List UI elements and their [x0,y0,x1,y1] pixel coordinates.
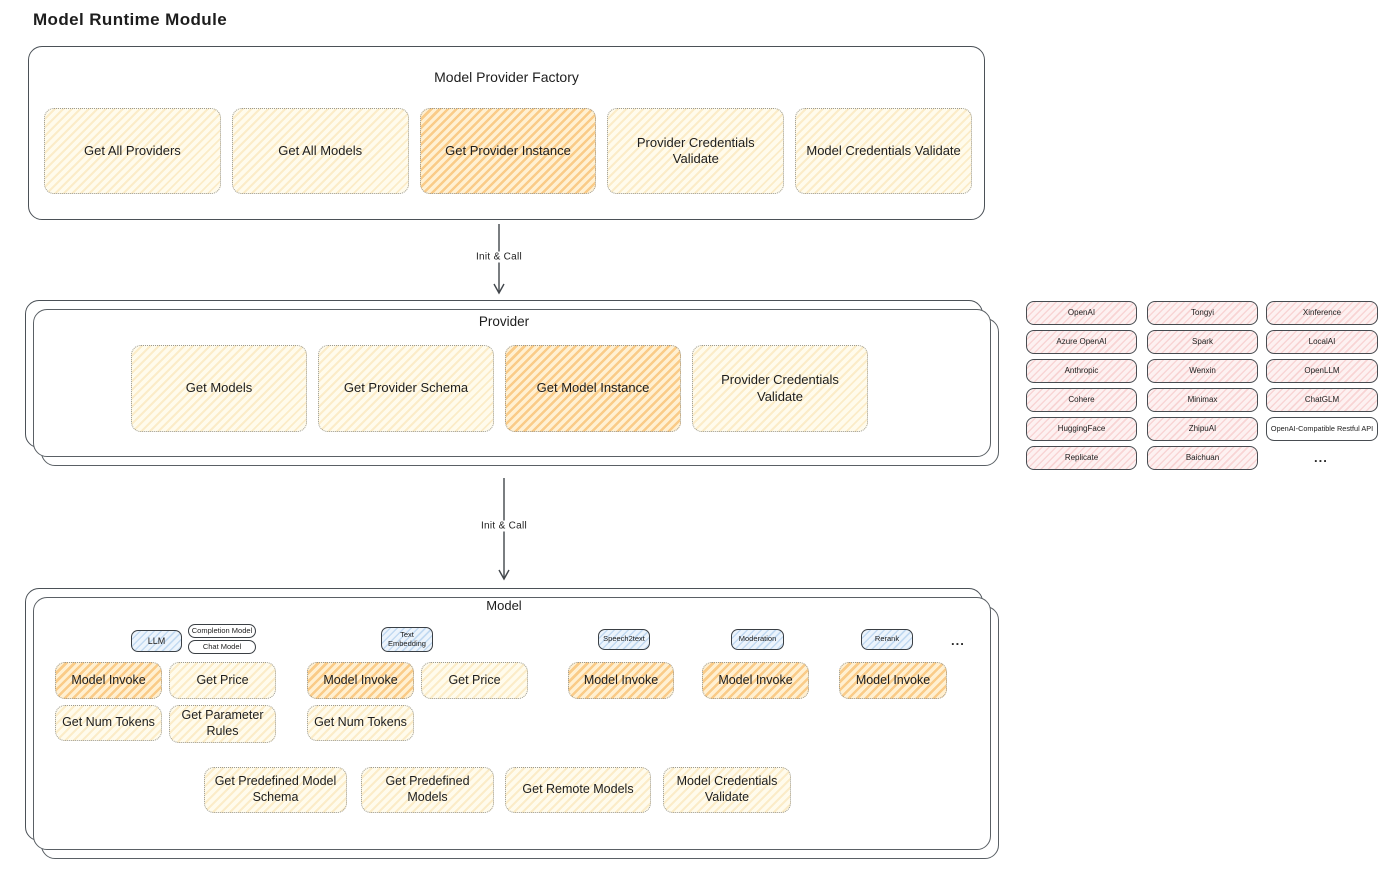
factory-box-title: Model Provider Factory [434,69,579,85]
model-subtag-chat-model: Chat Model [188,640,256,654]
get-price-button: Get Price [421,662,528,699]
provider-zhipuai: ZhipuAI [1147,417,1258,441]
provider-minimax: Minimax [1147,388,1258,412]
model-type-tag-speech2text: Speech2text [598,629,650,650]
provider-baichuan: Baichuan [1147,446,1258,470]
get-predefined-model-schema-button: Get Predefined Model Schema [204,767,347,813]
provider-credentials-validate-button: Provider Credentials Validate [692,345,868,432]
get-num-tokens-button: Get Num Tokens [307,705,414,741]
provider-azure-openai: Azure OpenAI [1026,330,1137,354]
page-title: Model Runtime Module [33,10,228,29]
provider-chatglm: ChatGLM [1266,388,1378,412]
factory-box: Model Provider Factory Get All Providers… [28,46,985,220]
model-credentials-validate-button: Model Credentials Validate [795,108,972,194]
get-parameter-rules-button: Get Parameter Rules [169,705,276,743]
get-provider-schema-button: Get Provider Schema [318,345,494,432]
model-type-tag-moderation: Moderation [731,629,784,650]
provider-localai: LocalAI [1266,330,1378,354]
provider-credentials-validate-button: Provider Credentials Validate [607,108,785,194]
provider-tongyi: Tongyi [1147,301,1258,325]
model-type-tag-llm: LLM [131,630,182,652]
get-num-tokens-button: Get Num Tokens [55,705,162,741]
model-invoke-button: Model Invoke [55,662,162,699]
get-all-models-button: Get All Models [231,108,409,194]
provider-wenxin: Wenxin [1147,359,1258,383]
init-call-label-2: Init & Call [475,520,533,532]
model-invoke-button: Model Invoke [702,662,809,699]
model-invoke-button: Model Invoke [307,662,414,699]
model-types-more: ... [951,633,965,648]
provider-cohere: Cohere [1026,388,1137,412]
get-all-providers-button: Get All Providers [44,108,221,194]
provider-spark: Spark [1147,330,1258,354]
provider-openai: OpenAI [1026,301,1137,325]
get-predefined-models-button: Get Predefined Models [361,767,494,813]
provider-huggingface: HuggingFace [1026,417,1137,441]
model-type-tag-text-embedding: Text Embedding [381,627,433,652]
provider-openai-compatible-restful-api: OpenAI-Compatible Restful API [1266,417,1378,441]
provider-anthropic: Anthropic [1026,359,1137,383]
model-credentials-validate-button: Model Credentials Validate [663,767,791,813]
model-box-title: Model [486,598,522,613]
providers-grid-more: ... [1314,450,1328,465]
model-invoke-button: Model Invoke [568,662,674,699]
get-provider-instance-button: Get Provider Instance [419,108,597,194]
get-remote-models-button: Get Remote Models [505,767,651,813]
model-subtag-completion-model: Completion Model [188,624,256,638]
model-invoke-button: Model Invoke [839,662,947,699]
init-call-label-1: Init & Call [470,251,528,263]
model-type-tag-rerank: Rerank [861,629,913,650]
get-price-button: Get Price [169,662,276,699]
provider-box-title: Provider [478,314,530,329]
provider-openllm: OpenLLM [1266,359,1378,383]
get-model-instance-button: Get Model Instance [505,345,681,432]
get-models-button: Get Models [131,345,307,432]
provider-xinference: Xinference [1266,301,1378,325]
provider-replicate: Replicate [1026,446,1137,470]
